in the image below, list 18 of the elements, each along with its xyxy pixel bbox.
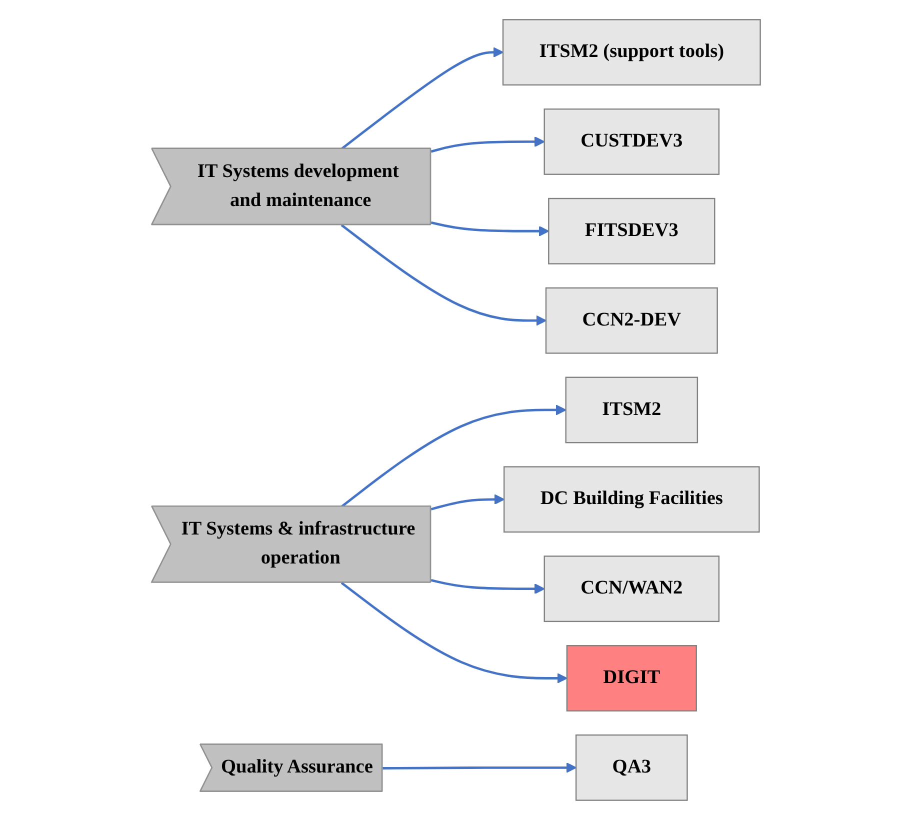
node-box: DC Building Facilities (504, 466, 760, 532)
node-box: CCN2-DEV (545, 286, 718, 354)
arrow (340, 46, 504, 150)
node-box: ITSM2 (support tools) (502, 18, 761, 86)
node-box: CUSTDEV3 (544, 108, 720, 174)
node-box: QA3 (575, 734, 688, 800)
arrow (430, 220, 550, 236)
arrow (340, 581, 568, 684)
node-box: CCN/WAN2 (544, 555, 720, 622)
arrow (382, 762, 577, 772)
arrow (430, 578, 545, 594)
node-box: ITSM2 (565, 376, 698, 443)
arrow (430, 494, 505, 510)
arrow (340, 404, 566, 508)
arrow (430, 136, 545, 152)
arrow (340, 224, 546, 326)
node-box: DIGIT (566, 644, 697, 711)
node-box: FITSDEV3 (548, 197, 716, 264)
